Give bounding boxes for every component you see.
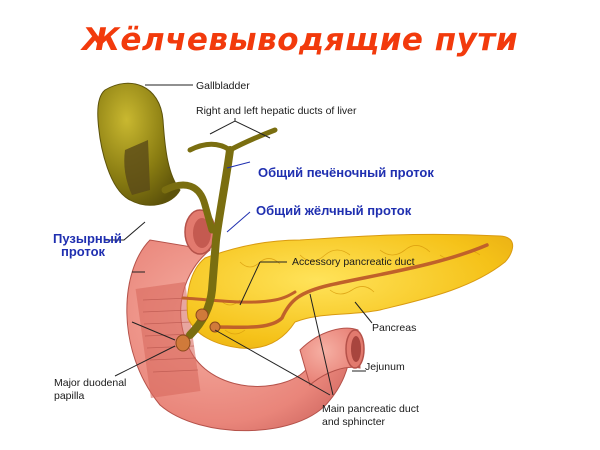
label-common-bile-duct: Общий жёлчный проток xyxy=(256,203,412,218)
label-major-duodenal-papilla-line1: Major duodenal xyxy=(54,377,127,389)
label-pancreas: Pancreas xyxy=(372,322,417,334)
label-cystic-duct-line2: проток xyxy=(61,244,106,259)
label-gallbladder: Gallbladder xyxy=(196,80,250,92)
label-major-duodenal-papilla-line2: papilla xyxy=(54,390,85,402)
jejunum xyxy=(299,327,365,386)
sphincters xyxy=(175,308,221,352)
label-main-pancreatic-duct-line2: and sphincter xyxy=(322,416,386,428)
duodenum xyxy=(126,209,351,432)
leader-lines xyxy=(105,84,373,396)
bile-ducts xyxy=(161,127,278,339)
label-jejunum: Jejunum xyxy=(365,361,405,373)
gallbladder xyxy=(97,82,181,206)
diagram-title: Жёлчевыводящие пути xyxy=(81,22,519,58)
label-accessory-pancreatic-duct: Accessory pancreatic duct xyxy=(292,256,415,268)
label-common-hepatic-duct: Общий печёночный проток xyxy=(258,165,434,180)
label-hepatic-ducts: Right and left hepatic ducts of liver xyxy=(196,105,357,117)
label-main-pancreatic-duct-line1: Main pancreatic duct xyxy=(322,403,419,415)
label-cystic-duct-line1: Пузырный xyxy=(53,231,122,246)
